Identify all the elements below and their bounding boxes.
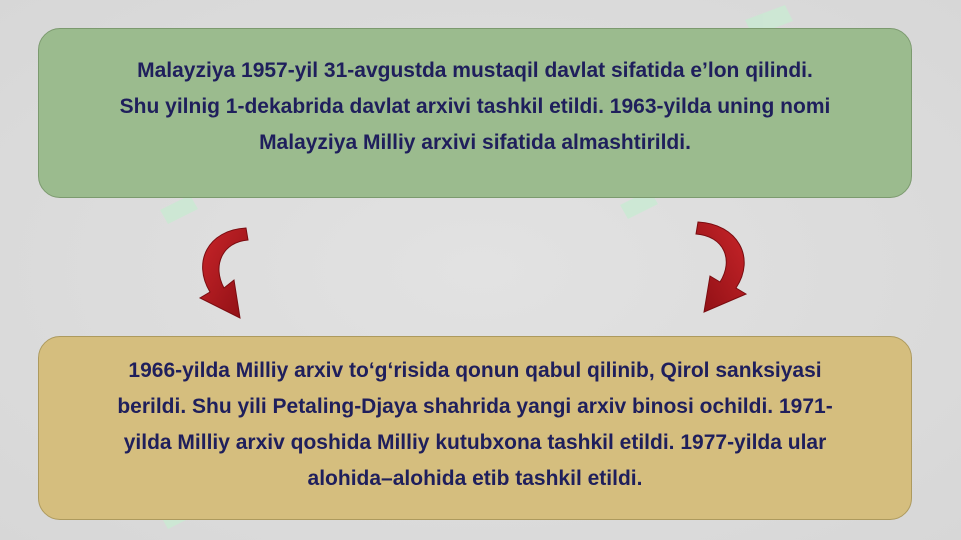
info-box-top: Malayziya 1957-yil 31-avgustda mustaqil … bbox=[38, 28, 912, 198]
curved-arrow-left-icon bbox=[198, 227, 249, 319]
info-box-bottom-text: 1966-yilda Milliy arxiv to‘g‘risida qonu… bbox=[117, 359, 833, 490]
info-box-bottom: 1966-yilda Milliy arxiv to‘g‘risida qonu… bbox=[38, 336, 912, 520]
info-box-top-text: Malayziya 1957-yil 31-avgustda mustaqil … bbox=[119, 59, 831, 154]
curved-arrow-right-icon bbox=[695, 221, 748, 313]
